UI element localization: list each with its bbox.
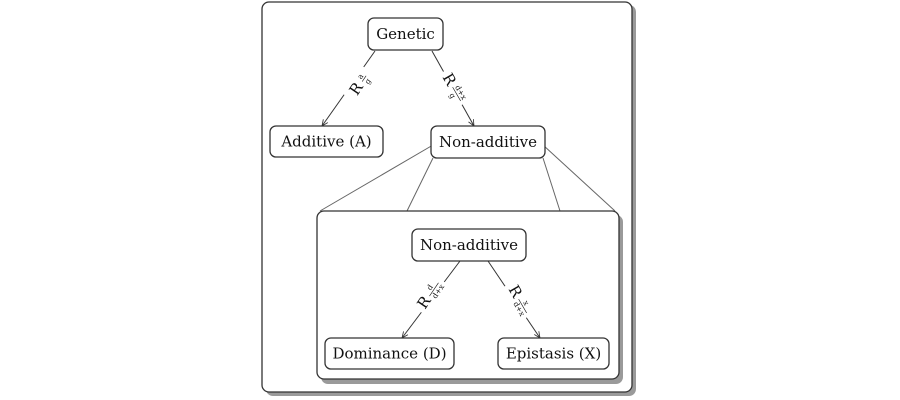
label-to-dominance: R d d+x bbox=[407, 271, 448, 316]
node-additive: Additive (A) bbox=[269, 125, 384, 158]
ratio-numerator: x bbox=[521, 299, 531, 308]
node-genetic-label: Genetic bbox=[376, 25, 435, 43]
ratio-numerator: d bbox=[425, 283, 435, 292]
node-dominance: Dominance (D) bbox=[324, 337, 455, 370]
label-to-additive: R a g bbox=[338, 62, 377, 104]
node-non-additive-label: Non-additive bbox=[439, 133, 537, 151]
node-genetic: Genetic bbox=[367, 17, 444, 51]
node-non-additive: Non-additive bbox=[430, 125, 546, 159]
node-epistasis: Epistasis (X) bbox=[497, 337, 610, 370]
label-to-non-additive: R d+x g bbox=[436, 64, 475, 109]
zoom-line bbox=[542, 157, 561, 212]
node-epistasis-label: Epistasis (X) bbox=[506, 345, 601, 363]
zoom-line bbox=[406, 157, 434, 212]
node-dominance-label: Dominance (D) bbox=[332, 345, 446, 363]
ratio-denominator: g bbox=[363, 77, 373, 86]
node-non-additive-inset-label: Non-additive bbox=[420, 236, 518, 254]
ratio-denominator: g bbox=[447, 91, 457, 100]
zoom-connectors bbox=[319, 144, 616, 212]
zoom-line bbox=[319, 144, 434, 212]
node-non-additive-inset: Non-additive bbox=[411, 228, 527, 262]
zoom-line bbox=[542, 144, 616, 212]
node-additive-label: Additive (A) bbox=[280, 133, 371, 151]
ratio-numerator: a bbox=[355, 72, 365, 81]
